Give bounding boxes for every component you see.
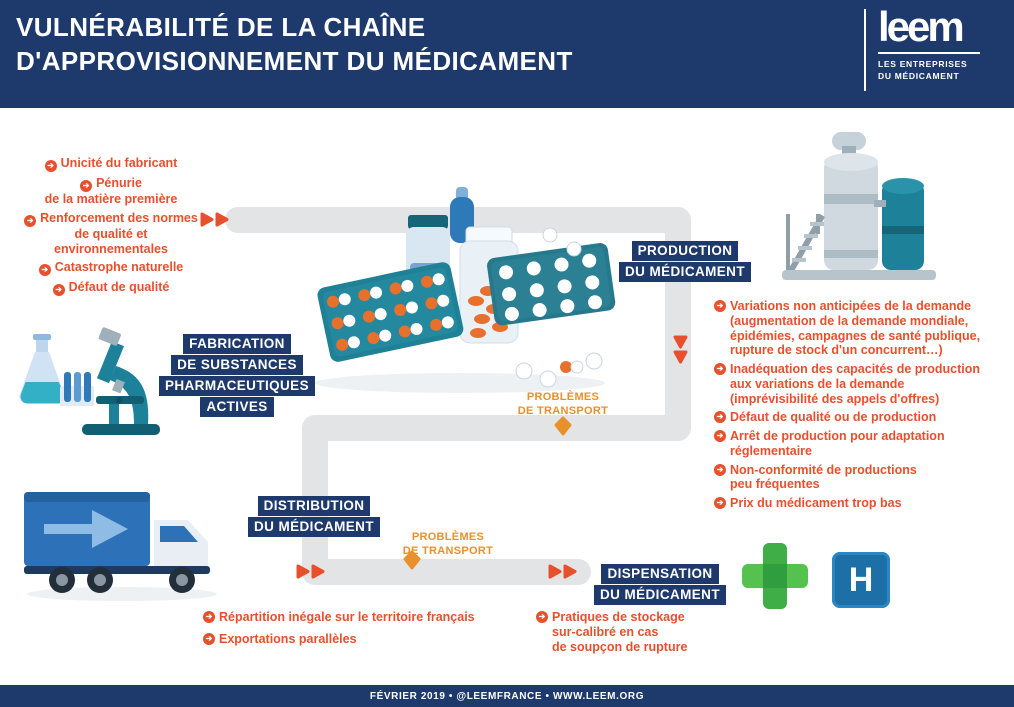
hospital-letter: H	[848, 561, 874, 599]
risk-list-fabrication: ➔Unicité du fabricant ➔Pénurie de la mat…	[4, 156, 218, 300]
arrow-bullet-icon: ➔	[38, 264, 51, 277]
leem-logo-subtitle: LES ENTREPRISES DU MÉDICAMENT	[878, 58, 968, 81]
arrow-bullet-icon: ➔	[714, 497, 726, 509]
transport-pin-icon	[554, 416, 572, 441]
arrow-bullet-icon: ➔	[714, 411, 726, 424]
risk-item-text: Catastrophe naturelle	[54, 260, 184, 275]
stage-label-line: DU MÉDICAMENT	[248, 517, 380, 537]
risk-item: ➔ Répartition inégale sur le territoire f…	[203, 610, 513, 625]
arrow-bullet-icon: ➔	[52, 284, 65, 297]
arrow-bullet-icon: ➔	[80, 180, 93, 192]
stage-label-line: DU MÉDICAMENT	[594, 585, 726, 605]
risk-item-text: Exportations parallèles	[219, 631, 357, 646]
risk-item-text: Prix du médicament trop bas	[730, 496, 902, 510]
stage-label-line: DE SUBSTANCES	[171, 355, 303, 375]
risk-item-text: Défaut de qualité	[68, 280, 170, 295]
flow-arrows-icon	[548, 564, 578, 584]
risk-item: ➔Pénurie de la matière première	[4, 176, 218, 207]
stage-label-line: DISTRIBUTION	[257, 496, 371, 516]
risk-item: ➔ Défaut de qualité ou de production	[714, 410, 1010, 425]
transport-problems-label: PROBLÈMES DE TRANSPORT	[402, 531, 494, 558]
risk-item: ➔Renforcement des normes de qualité et e…	[4, 211, 218, 257]
medicines-icon	[310, 183, 616, 395]
risk-item: ➔ Prix du médicament trop bas	[714, 496, 1010, 511]
risk-item: ➔ Exportations parallèles	[203, 632, 513, 647]
arrow-bullet-icon: ➔	[536, 611, 548, 623]
risk-item-text: Pénurie de la matière première	[44, 176, 178, 206]
risk-item-text: Variations non anticipées de la demande …	[730, 299, 981, 358]
microscope-icon	[8, 290, 168, 440]
risk-item: ➔ Non-conformité de productions peu fréqu…	[714, 463, 1010, 493]
flow-arrows-icon	[200, 212, 230, 232]
arrow-bullet-icon: ➔	[714, 363, 726, 375]
footer: FÉVRIER 2019 • @LEEMFRANCE • WWW.LEEM.OR…	[0, 685, 1014, 707]
stage-label-line: PRODUCTION	[631, 241, 739, 261]
risk-item: ➔ Inadéquation des capacités de productio…	[714, 362, 1010, 406]
page-title: VULNÉRABILITÉ DE LA CHAÎNE D'APPROVISION…	[16, 12, 573, 77]
leem-logo: leem LES ENTREPRISES DU MÉDICAMENT	[864, 3, 1002, 91]
arrow-bullet-icon: ➔	[44, 160, 57, 172]
risk-item-text: Unicité du fabricant	[60, 156, 178, 170]
arrow-bullet-icon: ➔	[714, 430, 726, 442]
leem-logo-name: leem	[878, 3, 965, 50]
stage-label-line: DISPENSATION	[601, 564, 719, 584]
flow-arrows-icon	[668, 335, 688, 365]
stage-label-line: FABRICATION	[183, 334, 291, 354]
risk-item: ➔Catastrophe naturelle	[4, 260, 218, 277]
factory-icon	[780, 130, 940, 292]
risk-item: ➔Défaut de qualité	[4, 280, 218, 297]
transport-problems-label: PROBLÈMES DE TRANSPORT	[517, 391, 609, 418]
logo-divider	[878, 51, 980, 54]
risk-item: ➔ Variations non anticipées de la demande…	[714, 299, 1010, 358]
risk-item-text: Non-conformité de productions peu fréque…	[730, 462, 917, 492]
risk-item: ➔ Pratiques de stockage sur-calibré en ca…	[536, 610, 726, 654]
stage-label-line: ACTIVES	[200, 397, 274, 417]
truck-icon	[22, 486, 222, 604]
footer-text: FÉVRIER 2019 • @LEEMFRANCE • WWW.LEEM.OR…	[369, 690, 645, 702]
arrow-bullet-icon: ➔	[203, 611, 215, 623]
risk-item: ➔Unicité du fabricant	[4, 156, 218, 172]
stage-label-line: DU MÉDICAMENT	[619, 262, 751, 282]
transport-pin-icon	[403, 550, 421, 575]
stage-label-line: PHARMACEUTIQUES	[158, 376, 315, 396]
pharmacy-cross-icon	[742, 541, 808, 611]
risk-item: ➔ Arrêt de production pour adaptation rég…	[714, 429, 1010, 459]
risk-item-text: Renforcement des normes de qualité et en…	[40, 210, 198, 256]
arrow-bullet-icon: ➔	[714, 300, 726, 312]
risk-item-text: Pratiques de stockage sur-calibré en cas…	[552, 610, 688, 654]
header: VULNÉRABILITÉ DE LA CHAÎNE D'APPROVISION…	[0, 0, 1014, 108]
risk-list-dispensation: ➔ Pratiques de stockage sur-calibré en ca…	[536, 610, 726, 658]
risk-item-text: Répartition inégale sur le territoire fr…	[219, 610, 475, 624]
risk-list-distribution: ➔ Répartition inégale sur le territoire f…	[203, 610, 513, 654]
arrow-bullet-icon: ➔	[203, 632, 215, 645]
arrow-bullet-icon: ➔	[714, 463, 726, 476]
risk-list-production: ➔ Variations non anticipées de la demande…	[714, 299, 1010, 515]
risk-item-text: Défaut de qualité ou de production	[730, 410, 937, 425]
risk-item-text: Arrêt de production pour adaptation régl…	[730, 429, 945, 458]
arrow-bullet-icon: ➔	[24, 214, 37, 227]
flow-arrows-icon	[296, 564, 326, 584]
risk-item-text: Inadéquation des capacités de production…	[730, 362, 981, 406]
hospital-sign-icon: H	[832, 552, 890, 608]
